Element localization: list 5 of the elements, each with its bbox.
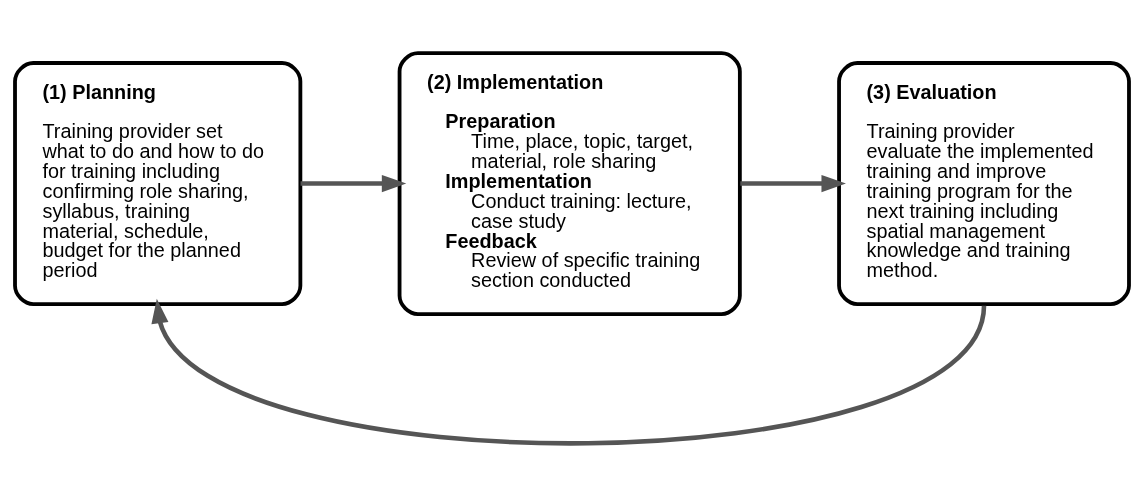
node-box: (2) Implementation Preparation Time, place, topic, target, material, role sharing Implementation Conduct training: lecture, case study Feedback Review of specific training section conducted bbox=[397, 51, 742, 316]
node-box: (3) Evaluation Training provider evaluate the implemented training and improve training program for the next training including spatial management knowledge and training method. bbox=[837, 61, 1131, 307]
arrow bbox=[740, 175, 846, 193]
arrow bbox=[300, 175, 407, 193]
node-box: (1) Planning Training provider set what to do and how to do for training including confirming role sharing, syllabus, training material, schedule, budget for the planned period bbox=[13, 61, 303, 307]
